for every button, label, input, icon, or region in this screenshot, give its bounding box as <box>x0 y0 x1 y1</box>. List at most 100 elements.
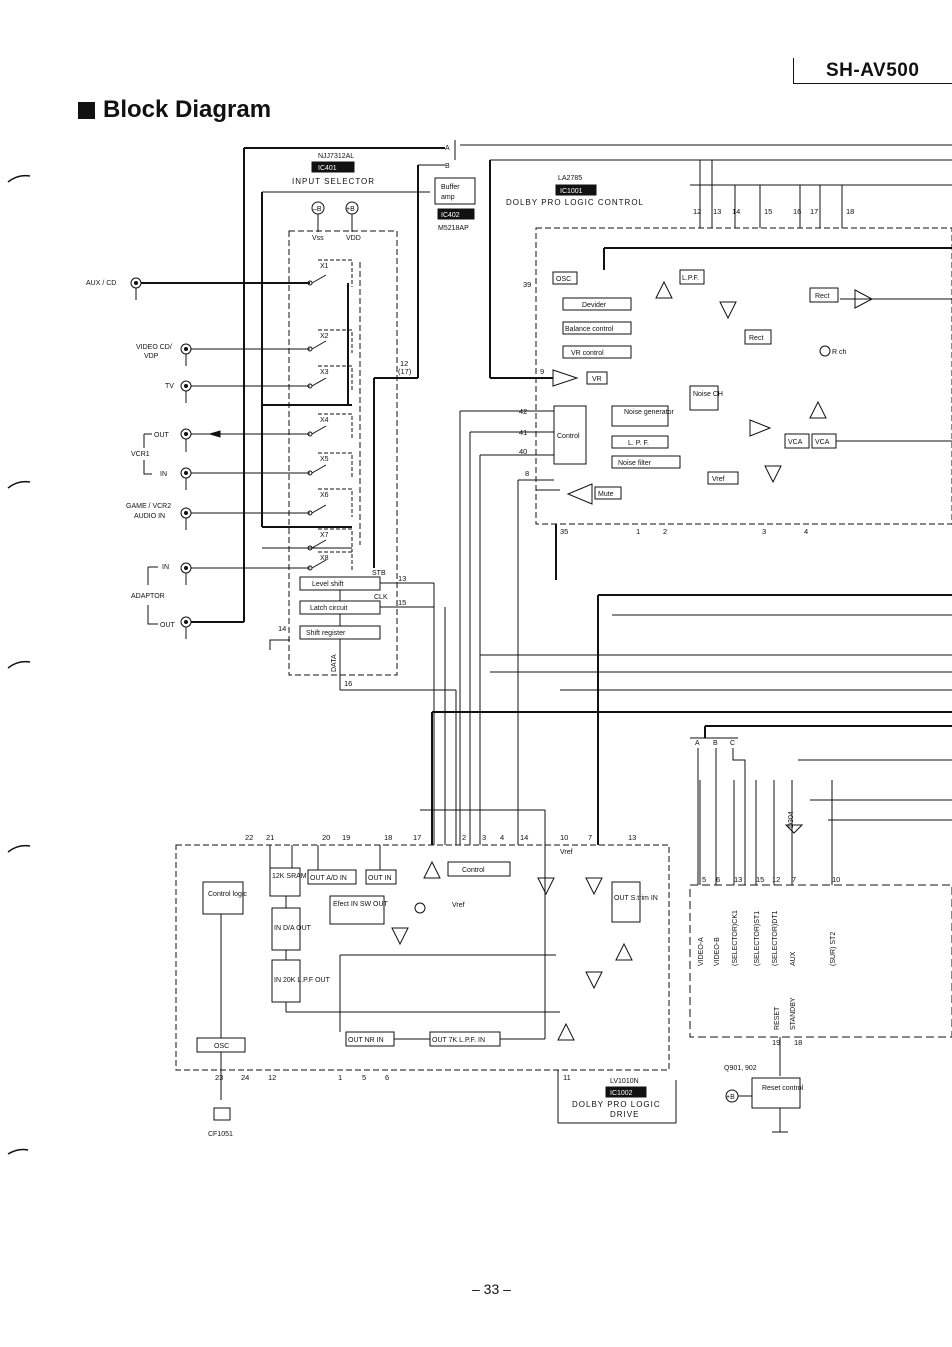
lpf7k-label: OUT 7K L.P.F. IN <box>432 1037 485 1044</box>
vcr1-out-label: OUT <box>154 432 170 439</box>
switch-arm <box>311 559 327 569</box>
cf1051-label: CF1051 <box>208 1131 233 1138</box>
devider-label: Devider <box>582 302 607 309</box>
switch-label: X4 <box>320 417 329 424</box>
reset-label: RESET <box>774 1006 781 1030</box>
title-text: Block Diagram <box>103 96 272 123</box>
ic401-neg-label: –B <box>313 206 322 213</box>
svg-text:B: B <box>445 163 450 170</box>
svg-text:5: 5 <box>702 875 706 884</box>
switch-label: X7 <box>320 532 329 539</box>
svg-text:18: 18 <box>794 1038 802 1047</box>
svg-text:4: 4 <box>500 833 504 842</box>
vr-label: VR <box>592 376 602 383</box>
control-logic-label: Control logic <box>208 891 247 898</box>
svg-text:21: 21 <box>266 833 274 842</box>
switch-control-line <box>318 365 353 390</box>
ic1002-part: LV1010N <box>610 1078 639 1085</box>
mcu-pin-label: (SELECTOR)CK1 <box>732 910 739 966</box>
q901-label: Q901, 902 <box>724 1065 757 1072</box>
ic1002-ref: IC1002 <box>610 1090 633 1097</box>
lpf20k-label: IN 20K L.P.F OUT <box>274 977 331 984</box>
svg-text:19: 19 <box>772 1038 780 1047</box>
svg-text:13: 13 <box>628 833 636 842</box>
switch-label: X5 <box>320 456 329 463</box>
switch-label: X2 <box>320 333 329 340</box>
switch-arm <box>311 340 327 350</box>
svg-text:14: 14 <box>520 833 528 842</box>
svg-text:8: 8 <box>525 469 529 478</box>
svg-text:15: 15 <box>756 875 764 884</box>
ic1001-pro-logic-control: LA2785 IC1001 DOLBY PRO LOGIC CONTROL OS… <box>459 159 952 845</box>
vca2-label: VCA <box>815 439 830 446</box>
svg-text:35: 35 <box>560 527 568 536</box>
ic1001-name: DOLBY PRO LOGIC CONTROL <box>506 198 644 207</box>
data-label: DATA <box>331 654 338 672</box>
svg-text:15: 15 <box>398 598 406 607</box>
switch-label: X3 <box>320 369 329 376</box>
switch-control-line <box>318 329 353 353</box>
bus-lines <box>420 594 952 845</box>
ad-label: OUT A/D IN <box>310 875 347 882</box>
vr-control-label: VR control <box>571 350 604 357</box>
balance-control-label: Balance control <box>565 326 614 333</box>
switch-arm <box>311 274 327 284</box>
svg-text:12: 12 <box>693 207 701 216</box>
adaptor-label: ADAPTOR <box>131 593 165 600</box>
switch-control-line <box>318 551 353 572</box>
switch-control-line <box>318 259 353 287</box>
svg-text:17: 17 <box>413 833 421 842</box>
level-shift-label: Level shift <box>312 581 344 588</box>
abc-c: C <box>730 740 735 747</box>
svg-text:14: 14 <box>278 624 286 633</box>
switch-label: X1 <box>320 263 329 270</box>
lpf-label: L. P. F. <box>628 440 649 447</box>
title-bullet-icon <box>78 101 95 119</box>
control-label: Control <box>557 433 580 440</box>
svg-text:14: 14 <box>732 207 740 216</box>
svg-text:4: 4 <box>804 527 808 536</box>
svg-text:13: 13 <box>734 875 742 884</box>
ic402-part: M5218AP <box>438 225 469 232</box>
svg-text:12: 12 <box>268 1073 276 1082</box>
rch-label: R ch <box>832 349 847 356</box>
svg-text:40: 40 <box>519 447 527 456</box>
svg-text:13: 13 <box>398 574 406 583</box>
clk-label: CLK <box>374 594 388 601</box>
mcu-pin-label: (SELECTOR)DT1 <box>772 910 779 966</box>
ic1002-pro-logic-drive: Control logic 12K SRAM OUT A/D IN OUT IN… <box>175 810 677 1138</box>
mcu-pin-label: (SELECTOR)ST1 <box>754 911 761 966</box>
efect-label: Efect IN SW OUT <box>333 901 389 908</box>
vref2-label: Vref <box>452 902 465 909</box>
svg-text:2: 2 <box>462 833 466 842</box>
switch-arm <box>311 504 327 514</box>
svg-text:12: 12 <box>400 359 408 368</box>
ic402-block2: amp <box>441 194 455 201</box>
svg-text:12: 12 <box>772 875 780 884</box>
adaptor-in-label: IN <box>162 564 169 571</box>
svg-text:19: 19 <box>342 833 350 842</box>
svg-text:10: 10 <box>832 875 840 884</box>
reset-control-label: Reset control <box>762 1085 804 1092</box>
svg-text:9: 9 <box>540 367 544 376</box>
ic401-vss: Vss <box>312 235 324 242</box>
svg-text:7: 7 <box>588 833 592 842</box>
svg-text:1: 1 <box>338 1073 342 1082</box>
svg-text:18: 18 <box>846 207 854 216</box>
margin-marks <box>7 174 31 1155</box>
page-number: – 33 – <box>472 1281 511 1297</box>
svg-text:10: 10 <box>560 833 568 842</box>
svg-text:24: 24 <box>241 1073 249 1082</box>
abc-b: B <box>713 740 718 747</box>
mcu-pin-label: VIDEO-B <box>714 937 721 966</box>
header-rule-horizontal <box>793 83 952 84</box>
noise-filter-label: Noise filter <box>618 460 652 467</box>
mcu-pin-label: AUX <box>790 951 797 966</box>
ic401-input-selector: NJJ7312AL IC401 INPUT SELECTOR –B +B Vss… <box>269 153 457 845</box>
vdp-label: VDP <box>144 353 159 360</box>
model-number: SH-AV500 <box>826 60 920 81</box>
out-in-label: OUT IN <box>368 875 392 882</box>
ic1002-name1: DOLBY PRO LOGIC <box>572 1100 661 1109</box>
